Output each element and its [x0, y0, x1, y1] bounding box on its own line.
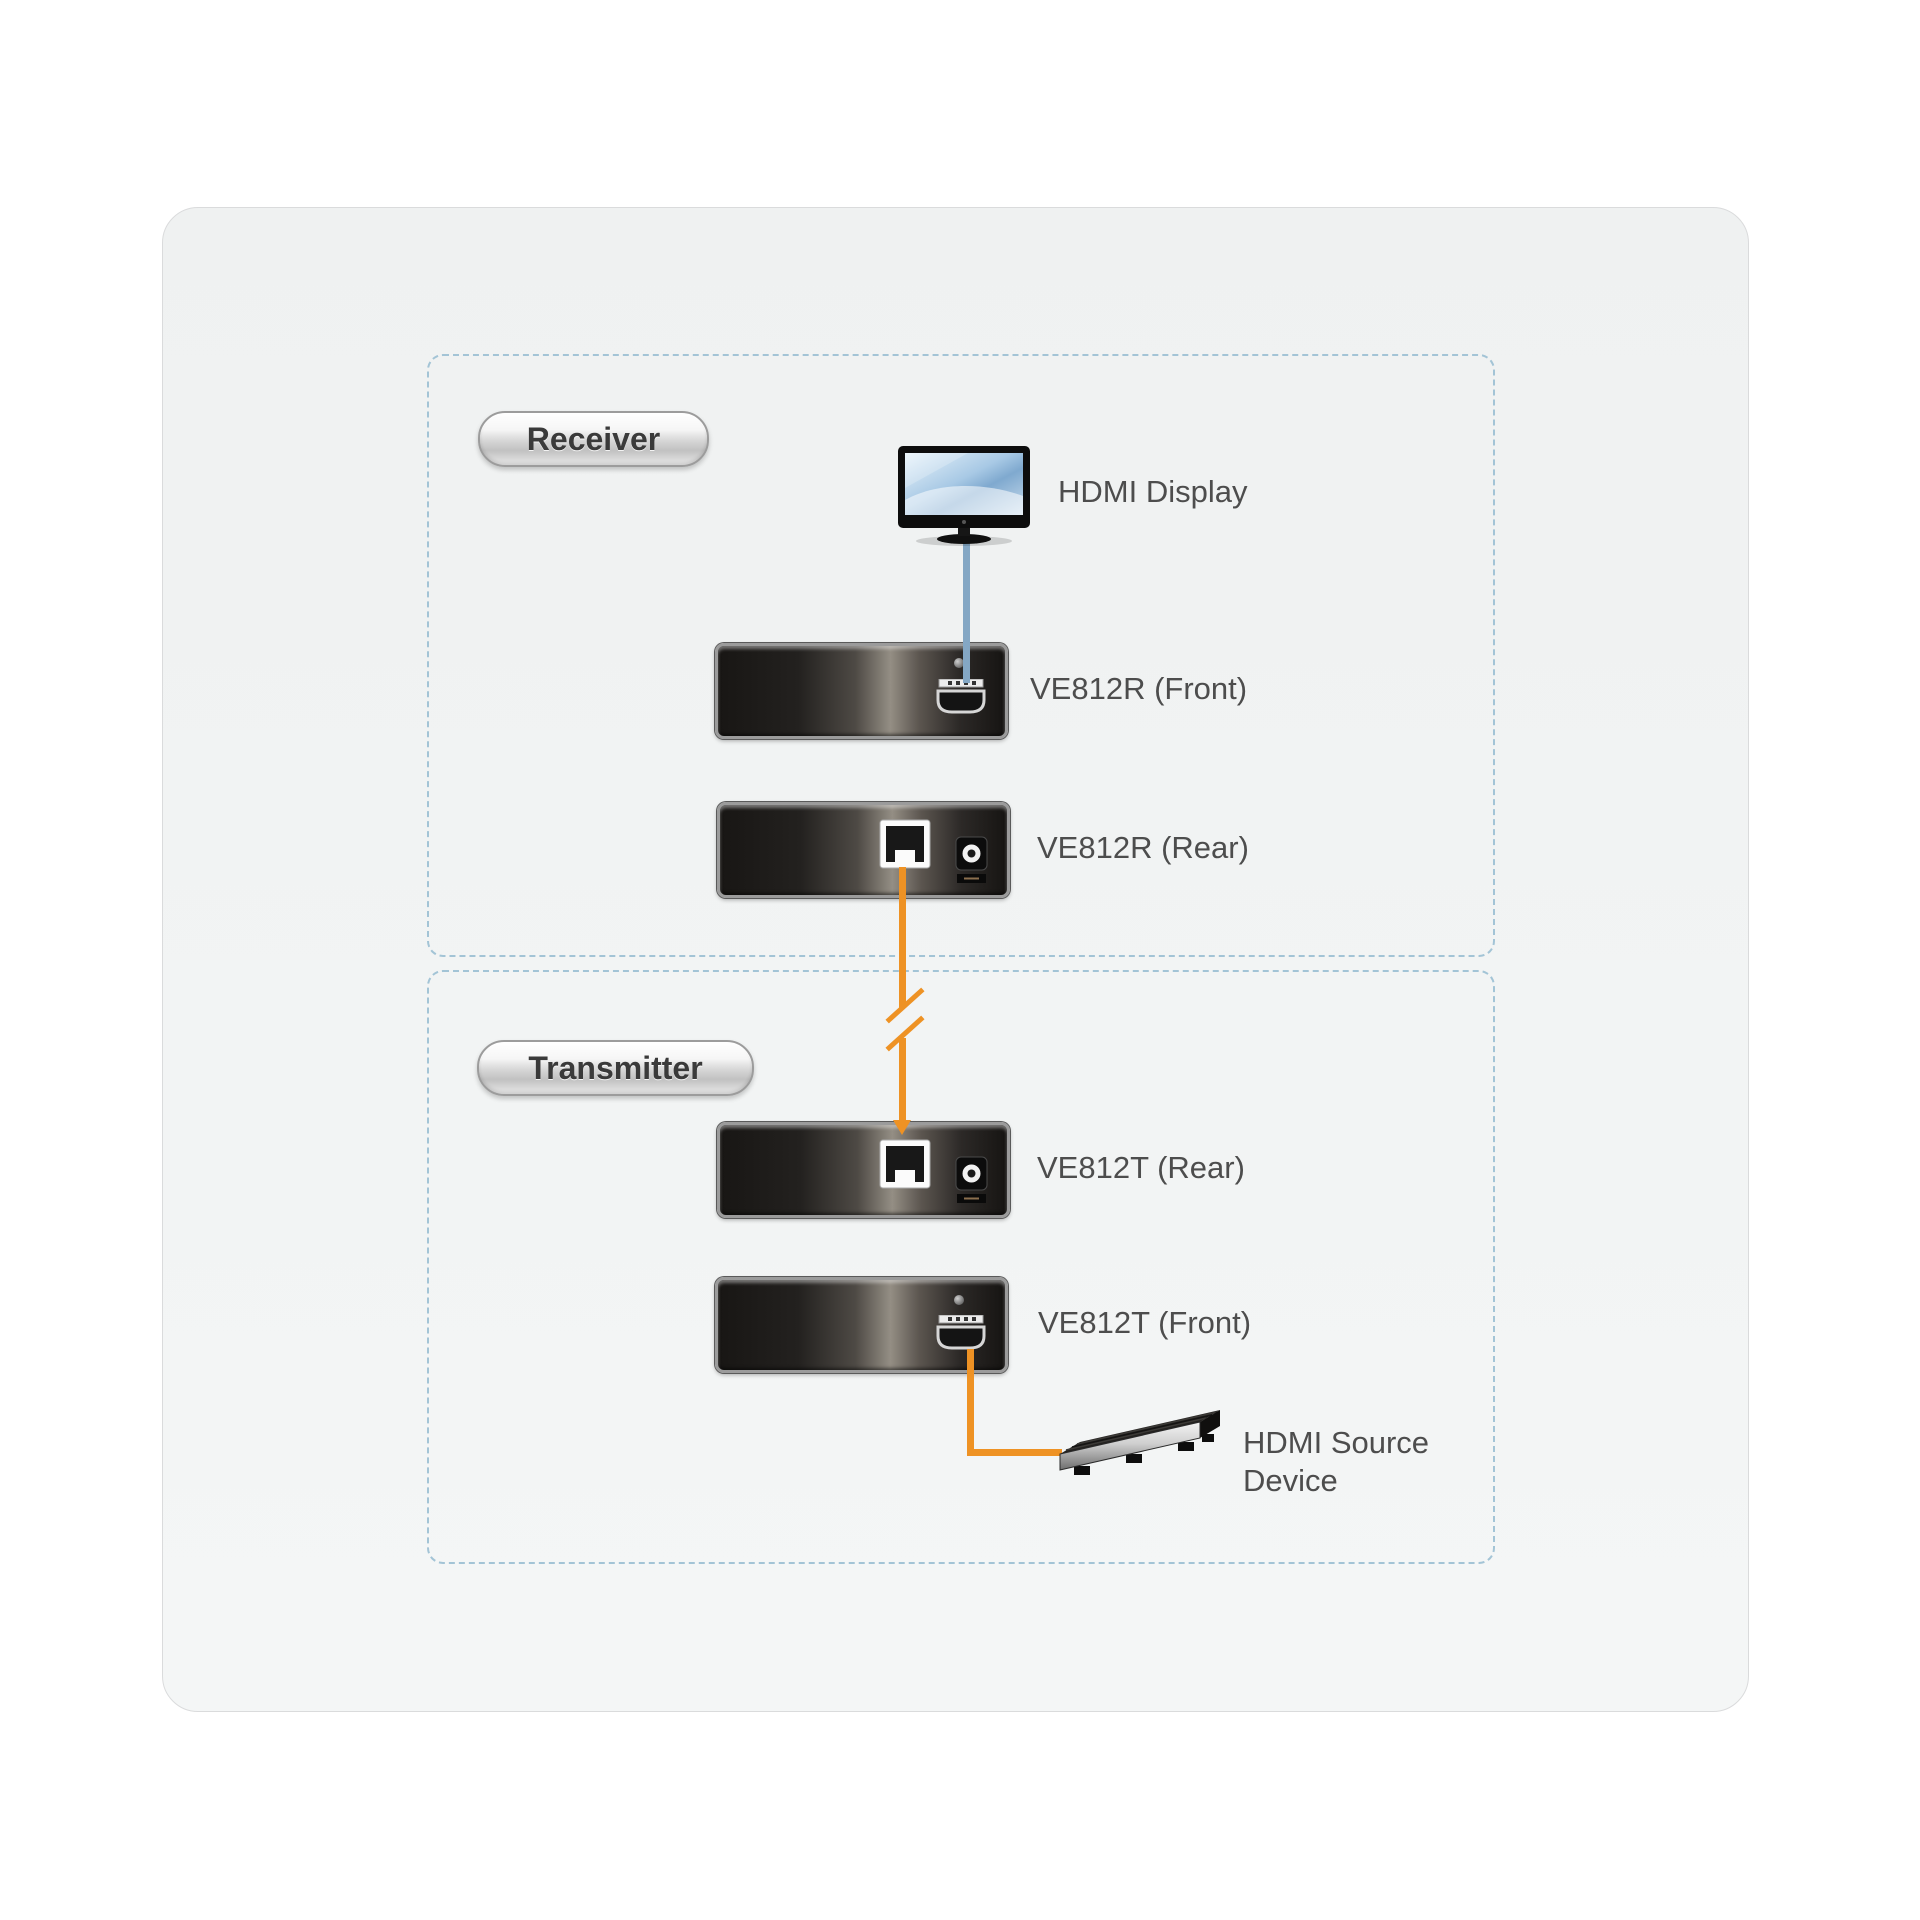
- receiver-badge: Receiver: [478, 411, 709, 467]
- source-cable-horizontal: [967, 1449, 1062, 1456]
- ve812t-rear-label: VE812T (Rear): [1037, 1150, 1245, 1185]
- power-jack-icon: [955, 1156, 988, 1203]
- hdmi-port-icon: [936, 679, 986, 714]
- ve812r-rear-label: VE812R (Rear): [1037, 830, 1249, 865]
- hdmi-port-icon: [936, 1315, 986, 1350]
- receiver-zone: [427, 354, 1495, 957]
- hdmi-cable-display: [963, 530, 970, 683]
- utp-cable-lower: [899, 1038, 906, 1124]
- receiver-badge-label: Receiver: [526, 420, 661, 457]
- utp-cable-upper: [899, 867, 906, 1008]
- hdmi-source-label-line1: HDMI Source: [1243, 1425, 1430, 1460]
- rj45-port-icon: [879, 1139, 931, 1189]
- power-jack-icon: [955, 836, 988, 883]
- transmitter-badge-label: Transmitter: [528, 1049, 703, 1086]
- hdmi-source-device-icon: [1059, 1410, 1220, 1475]
- source-cable-vertical: [967, 1349, 974, 1456]
- ve812t-rear-device: [717, 1122, 1010, 1218]
- rj45-port-icon: [879, 819, 931, 869]
- hdmi-display-monitor-icon: [898, 446, 1030, 546]
- ve812t-front-device: [715, 1277, 1008, 1373]
- ve812r-front-label: VE812R (Front): [1030, 671, 1248, 706]
- transmitter-zone: [427, 970, 1495, 1564]
- transmitter-badge: Transmitter: [477, 1040, 754, 1096]
- hdmi-source-label-line2: Device: [1243, 1463, 1338, 1498]
- hdmi-display-label: HDMI Display: [1058, 474, 1248, 509]
- hdmi-source-label: HDMI Source Device: [1243, 1424, 1429, 1500]
- ve812t-front-label: VE812T (Front): [1038, 1305, 1252, 1340]
- cable-arrowhead-icon: [893, 1120, 911, 1135]
- ve812r-front-device: [715, 643, 1008, 739]
- led-indicator-icon: [954, 658, 964, 668]
- ve812r-rear-device: [717, 802, 1010, 898]
- led-indicator-icon: [954, 1295, 964, 1305]
